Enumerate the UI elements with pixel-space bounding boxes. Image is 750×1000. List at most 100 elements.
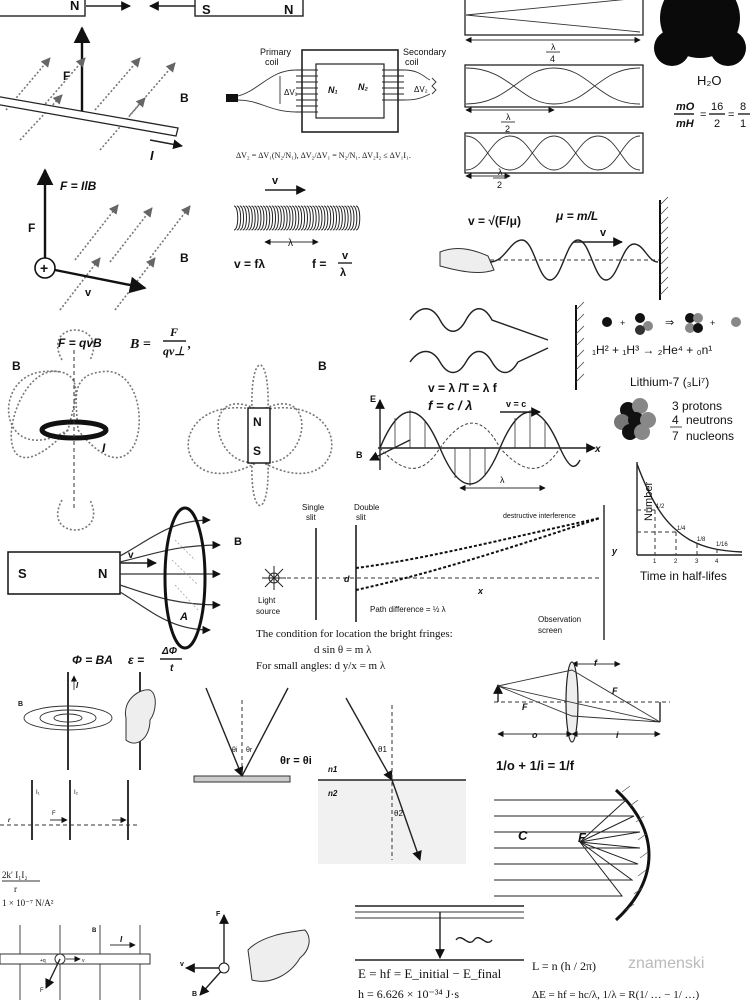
ratio-lhs-num: mO [676,101,695,113]
faraday-law: Φ = BA ε = ΔΦ t I B [18,646,182,770]
magnets-top: N S N [0,0,304,17]
loop-current: I [102,441,106,455]
bottom-q: +q [40,958,46,964]
lorentz-force-eq: F = qvB [58,336,102,350]
wires-r: r [8,818,11,824]
decay-x-label: Time in half-lifes [640,569,727,583]
wires-f: F [52,811,56,817]
right-hand-icon [124,689,156,744]
decay-half: 1/2 [656,504,665,510]
string-mu-eq: μ = m/L [555,209,598,223]
double-slit-experiment: Single slit Double slit Light source des… [256,503,618,672]
induction-s: S [18,566,27,581]
phi-eq: Φ = BA [72,653,113,667]
wire-formula-2: r [14,884,17,894]
svg-text:v: v [180,961,184,968]
force-label-2: F [28,221,35,235]
em-wave: v = λ /T = λ f f = c / λ E x B v = c λ [356,381,601,492]
lens-f-left: F [522,702,528,712]
bohr-model: L = n (h / 2π) ΔE = hf = hc/λ, 1/λ = R(1… [532,959,700,1000]
wire-formula-3: 1 × 10⁻⁷ N/A² [2,898,54,908]
n1-label: N₁ [328,85,338,95]
lens-o: o [532,730,538,740]
wires-i2: I₂ [74,790,79,796]
lithium-nucleus: Lithium-7 (₃Li⁷) 3 protons 4 neutrons 7 … [614,375,734,443]
spring-coils [233,205,361,231]
magnet-s: S [202,2,211,17]
right-hand-rule: F v B [180,911,310,998]
lorentz-equations: F = qvB B = F qv⊥ , [58,325,191,358]
theta1: θ1 [378,745,387,754]
secondary-label-1: Secondary [403,47,447,57]
double-slit-2: slit [356,513,367,522]
emf-num: ΔΦ [161,646,178,657]
hand-icon [439,248,495,274]
lithium-nucleons-num: 7 [672,429,679,443]
n1: n1 [328,765,338,774]
primary-label-2: coil [265,57,279,67]
string-v-eq: v = √(F/μ) [468,214,521,228]
decay-tick-3: 3 [695,559,699,565]
tube3-lambda: λ [498,167,503,177]
rydberg-eq: ΔE = hf = hc/λ, 1/λ = R(1/ … − 1/ …) [532,989,700,1000]
n2-label: N₂ [358,82,368,92]
wire-formula-1: 2k′ I₁I₂ [2,870,28,880]
spring-eq2-den: λ [340,267,346,279]
tube1-lambda: λ [551,42,556,52]
svg-text:F: F [216,911,221,918]
svg-text:+: + [620,318,625,328]
string-wave: v = √(F/μ) μ = m/L v [439,196,669,300]
loop-b-left: B [12,359,21,373]
decay-tick-4: 4 [715,559,719,565]
water-formula: H₂O [697,73,722,88]
photon-wave-icon [455,937,493,943]
induction-b: B [234,536,242,548]
tube3-den: 2 [497,180,502,190]
destructive-label: destructive interference [503,513,576,520]
force-on-wire-diagram: F I B [0,26,189,163]
standing-waves: λ 4 λ 2 λ 2 [464,0,644,190]
faraday-b: B [18,701,23,708]
decay-tick-2: 2 [674,559,678,565]
slit-y: y [611,546,618,556]
velocity-label: v [85,287,92,299]
angular-momentum-eq: L = n (h / 2π) [532,959,596,973]
faraday-i: I [76,681,79,690]
bottom-wire-field: B I +q F v [0,925,151,1000]
bright-fringe-eq: d sin θ = m λ [314,644,372,656]
transformer-diagram: Primary coil Secondary coil N₁ N₂ ΔV₁ ΔV… [226,47,447,160]
current-label: I [150,148,154,163]
b-eq-den: qv⊥ [163,344,185,358]
charge-force-diagram: F = IlB F + v B [28,168,191,311]
fusion-reaction: + ⇒ + ₁H² + ₁H³ → ₂He⁴ + ₀n¹ [592,313,741,357]
ratio-mid-den: 2 [714,118,720,130]
induction-diagram: S N v A B [7,506,242,650]
lens-i: i [616,730,619,740]
planck-constant: h = 6.626 × 10⁻³⁴ J·s [358,987,459,1000]
ratio-rhs-den: 1 [740,118,746,130]
lens-f-right: F [612,686,618,696]
loop-magnet-n: N [253,415,262,429]
svg-text:+: + [710,318,715,328]
force-equation: F = IlB [60,179,97,193]
emf-den: t [170,663,174,674]
svg-text:=: = [728,109,734,121]
svg-text:B: B [192,991,197,998]
decay-curve: Number 1/2 1/4 1/8 1/16 1 2 3 4 Time in … [636,462,743,583]
magnet-n-right: N [284,2,293,17]
spring-wave: v λ v = fλ f = v λ [233,175,361,279]
bottom-b: B [92,928,97,934]
magnet-n-left: N [70,0,79,13]
lithium-neutrons-num: 4 [672,413,679,427]
string-velocity: v [600,227,607,239]
watermark: znamenski [628,955,704,972]
water-molecule: H₂O mO mH = 16 2 = 8 1 [654,0,750,130]
double-slit-1: Double [354,503,380,512]
spring-eq2-lhs: f = [312,257,326,271]
bottom-f: F [40,988,44,994]
v1-label: ΔV₁ [284,88,298,97]
induction-n: N [98,566,107,581]
svg-text:=: = [700,109,706,121]
ratio-lhs-den: mH [676,118,695,130]
